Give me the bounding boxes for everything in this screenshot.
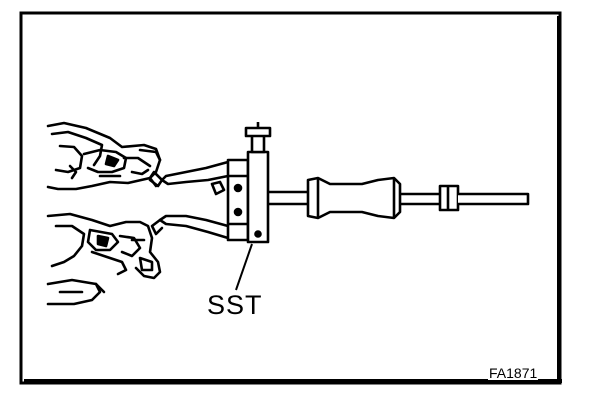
housing-upper: [46, 121, 164, 191]
puller-jaws: [148, 160, 230, 240]
frame: [19, 11, 562, 385]
figure-code: FA1871: [488, 365, 539, 381]
slide-hammer: [268, 176, 530, 220]
sst-callout-label: SST: [207, 290, 263, 320]
housing-lower: [46, 212, 162, 306]
sst-leader-line: [235, 243, 253, 291]
sst-puller-body: [226, 122, 272, 244]
